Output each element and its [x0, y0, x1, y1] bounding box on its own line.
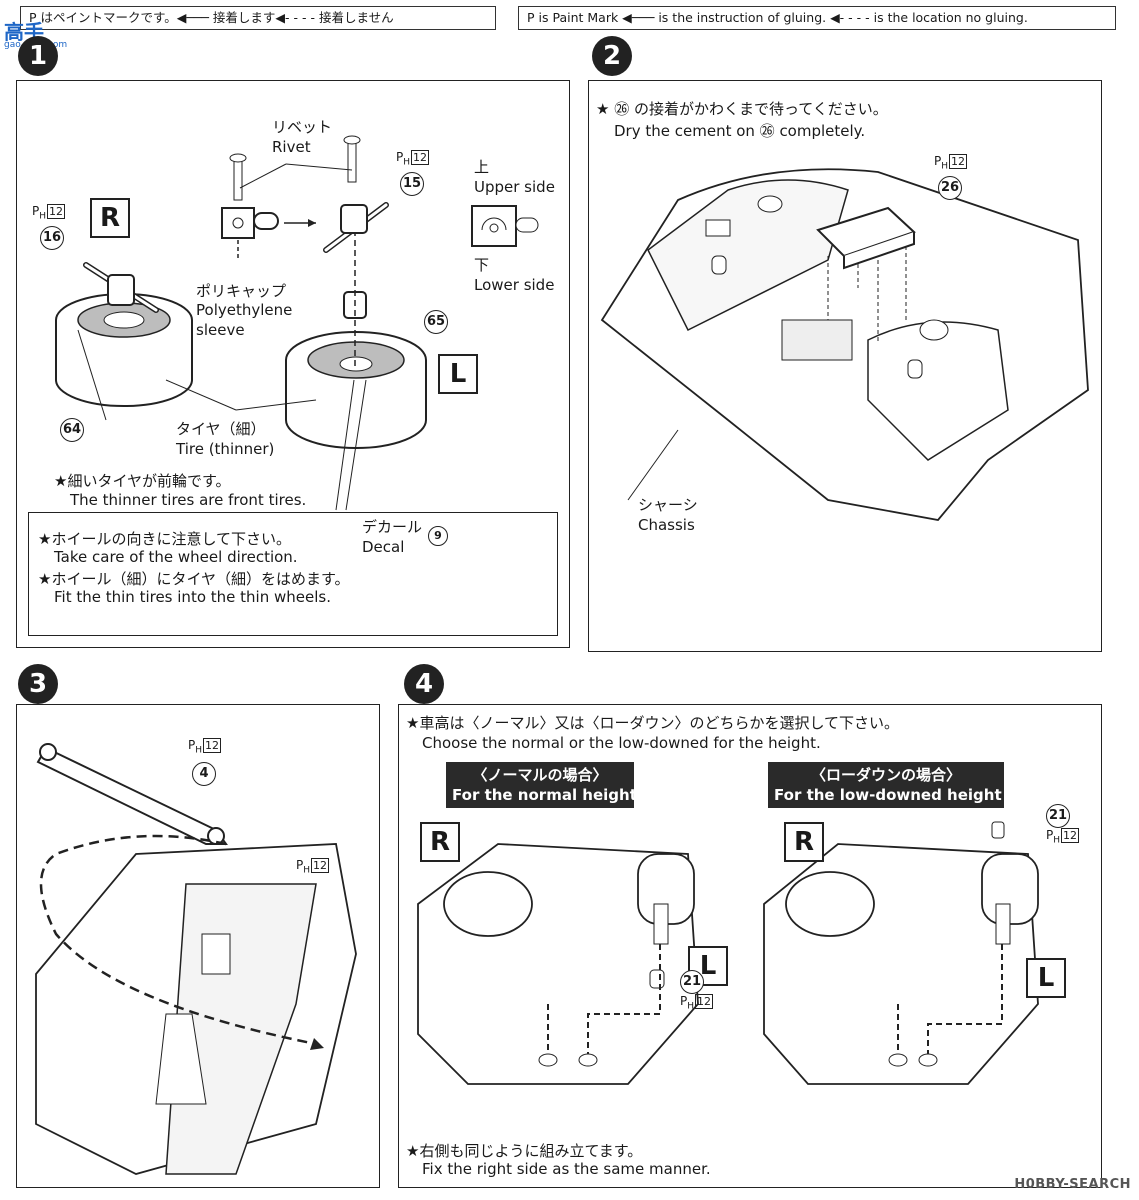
- legend-jp: P はペイントマークです。◀─── 接着します◀- - - - 接着しません: [20, 6, 496, 30]
- legend-en: P is Paint Mark ◀─── is the instruction …: [518, 6, 1116, 30]
- wheel-note-box: [28, 512, 558, 636]
- step4-normal-left-label: L: [688, 946, 728, 986]
- low-down-height-label: 〈ローダウンの場合〉 For the low-downed height: [768, 762, 1004, 808]
- part-65: 65: [424, 310, 448, 334]
- decal-label-jp: デカール: [362, 518, 423, 536]
- part-4: 4: [192, 762, 216, 786]
- source-watermark: H0BBY-SEARCH: [1014, 1177, 1131, 1192]
- step-4-note-en: Choose the normal or the low-downed for …: [422, 734, 821, 752]
- tire-label-en: Tire (thinner): [176, 440, 275, 458]
- step-2-illustration: [600, 168, 1089, 521]
- step-2-badge: 2: [592, 36, 632, 76]
- wheel-direction-jp: ★ホイールの向きに注意して下さい。: [38, 530, 291, 548]
- tire-label-jp: タイヤ（細）: [176, 420, 266, 438]
- right-side-note-en: Fix the right side as the same manner.: [422, 1160, 711, 1178]
- part-26: 26: [938, 176, 962, 200]
- step-4-illustration: [417, 821, 1039, 1085]
- step-1-badge: 1: [18, 36, 58, 76]
- poly-sleeve-en1: Polyethylene: [196, 301, 293, 319]
- right-side-note-jp: ★右側も同じように組み立てます。: [406, 1142, 643, 1160]
- thin-tire-note-jp: ★ホイール（細）にタイヤ（細）をはめます。: [38, 570, 350, 588]
- right-side-label: R: [90, 198, 130, 238]
- left-side-label: L: [438, 354, 478, 394]
- part-15: 15: [400, 172, 424, 196]
- step4-normal-right-label: R: [420, 822, 460, 862]
- part-21-low: 21: [1046, 804, 1070, 828]
- rivet-label-en: Rivet: [272, 138, 311, 156]
- upper-side-jp: 上: [474, 158, 490, 176]
- step-4-badge: 4: [404, 664, 444, 704]
- part-21-normal: 21: [680, 970, 704, 994]
- wheel-direction-en: Take care of the wheel direction.: [54, 548, 298, 566]
- front-tire-note-jp: ★細いタイヤが前輪です。: [54, 472, 231, 490]
- step4-low-right-label: R: [784, 822, 824, 862]
- step-2-note-en: Dry the cement on ㉖ completely.: [614, 122, 866, 140]
- step-2-note-jp: ★ ㉖ の接着がかわくまで待ってください。: [596, 100, 888, 118]
- step4-low-left-label: L: [1026, 958, 1066, 998]
- part-64: 64: [60, 418, 84, 442]
- front-tire-note-en: The thinner tires are front tires.: [70, 491, 307, 509]
- normal-height-label: 〈ノーマルの場合〉 For the normal height: [446, 762, 637, 808]
- poly-sleeve-en2: sleeve: [196, 321, 245, 339]
- part-16: 16: [40, 226, 64, 250]
- decal-label-en: Decal: [362, 538, 405, 556]
- lower-side-en: Lower side: [474, 276, 555, 294]
- step-3-badge: 3: [18, 664, 58, 704]
- part-9: 9: [428, 526, 448, 546]
- rivet-label-jp: リベット: [272, 118, 333, 136]
- step-4-note-jp: ★車高は〈ノーマル〉又は〈ローダウン〉のどちらかを選択して下さい。: [406, 714, 900, 732]
- upper-side-en: Upper side: [474, 178, 555, 196]
- step-3-illustration: [35, 743, 357, 1175]
- chassis-label-en: Chassis: [638, 516, 695, 534]
- chassis-label-jp: シャーシ: [638, 496, 698, 514]
- lower-side-jp: 下: [474, 256, 490, 274]
- poly-sleeve-jp: ポリキャップ: [196, 282, 287, 300]
- thin-tire-note-en: Fit the thin tires into the thin wheels.: [54, 588, 331, 606]
